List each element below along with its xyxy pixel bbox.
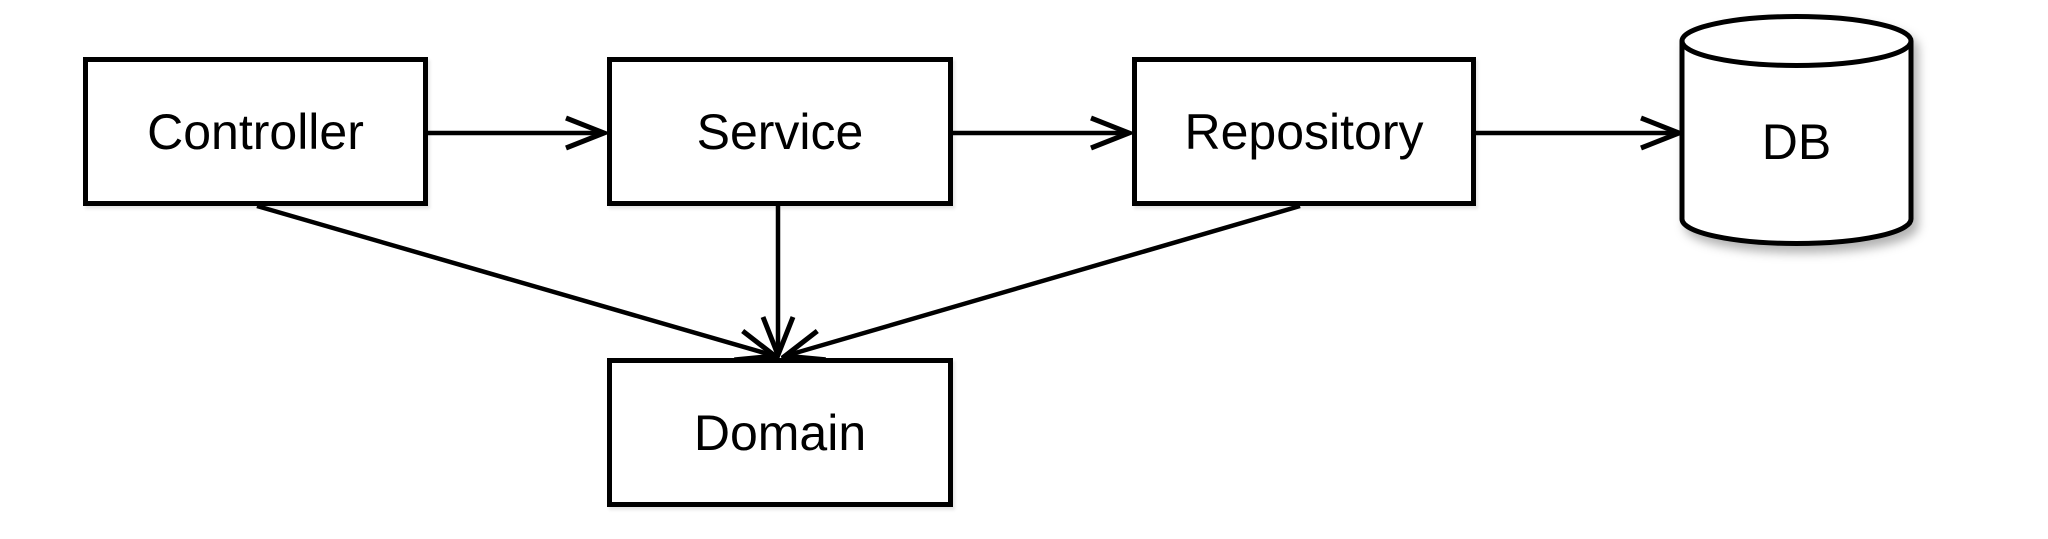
node-db-cylinder-shape xyxy=(1679,14,1914,246)
node-service-label: Service xyxy=(696,103,864,160)
node-controller: Controller xyxy=(83,57,428,206)
node-domain: Domain xyxy=(607,358,953,507)
db-cylinder-top xyxy=(1679,14,1914,68)
node-repository-label: Repository xyxy=(1184,103,1424,160)
edge-controller-domain xyxy=(256,203,775,356)
node-service: Service xyxy=(607,57,953,206)
node-controller-label: Controller xyxy=(147,103,364,160)
node-repository: Repository xyxy=(1132,57,1476,206)
node-db-label: DB xyxy=(1761,114,1832,170)
edge-repository-domain xyxy=(785,203,1301,356)
node-domain-label: Domain xyxy=(693,404,867,461)
node-db: DB xyxy=(1682,41,1911,243)
db-cylinder-body xyxy=(1679,41,1914,246)
